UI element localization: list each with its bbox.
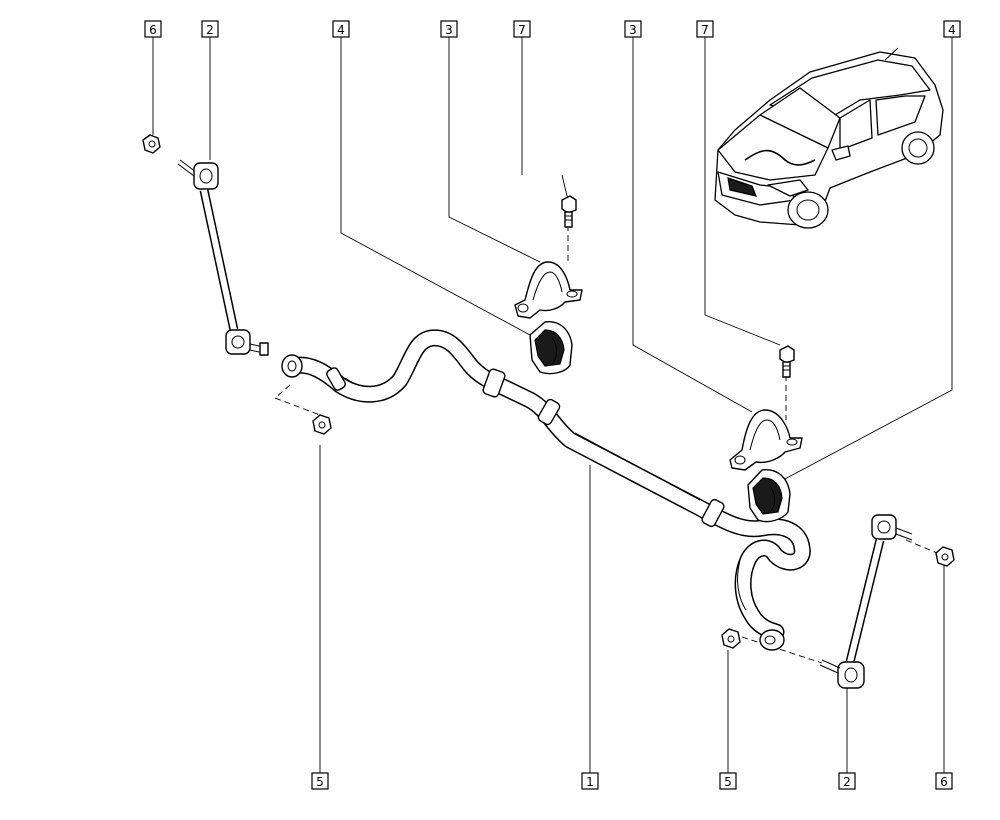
callout-7-left-top: 7 [513, 20, 531, 38]
svg-text:5: 5 [724, 775, 732, 789]
callout-6-left-top: 6 [144, 20, 162, 38]
svg-text:4: 4 [948, 23, 956, 37]
callout-2-left-top: 2 [201, 20, 219, 38]
right-lower-nut [721, 628, 741, 649]
callout-4-left-top: 4 [332, 20, 350, 38]
svg-text:4: 4 [337, 23, 345, 37]
callout-5-right-bottom: 5 [719, 772, 737, 790]
leader-lines [152, 37, 953, 773]
callout-1-bottom: 1 [581, 772, 599, 790]
right-upper-nut [935, 546, 955, 567]
callout-5-left-bottom: 5 [311, 772, 329, 790]
callouts: 6 2 4 3 7 3 7 4 [144, 20, 961, 790]
svg-text:6: 6 [149, 23, 157, 37]
svg-text:7: 7 [701, 23, 709, 37]
svg-text:3: 3 [445, 23, 453, 37]
callout-4-right-top: 4 [943, 20, 961, 38]
svg-text:5: 5 [316, 775, 324, 789]
anti-roll-bar [281, 329, 811, 651]
left-upper-nut [142, 134, 161, 154]
left-clamp-bracket [514, 261, 583, 319]
svg-text:3: 3 [629, 23, 637, 37]
left-lower-nut [312, 414, 332, 435]
vehicle-illustration [714, 47, 944, 229]
left-bushing [529, 321, 573, 375]
left-link-rod [177, 159, 269, 356]
callout-7-right-top: 7 [696, 20, 714, 38]
svg-text:2: 2 [206, 23, 214, 37]
callout-3-right-top: 3 [624, 20, 642, 38]
left-clamp-bolt [561, 195, 577, 228]
svg-text:6: 6 [940, 775, 948, 789]
assembly-dash-lines [274, 225, 943, 664]
callout-6-right-bottom: 6 [935, 772, 953, 790]
callout-3-left-top: 3 [440, 20, 458, 38]
right-link-rod [819, 514, 913, 689]
right-bushing [747, 469, 791, 523]
right-clamp-bracket [729, 409, 803, 471]
svg-text:1: 1 [586, 775, 594, 789]
callout-2-right-bottom: 2 [838, 772, 856, 790]
svg-text:7: 7 [518, 23, 526, 37]
right-clamp-bolt [779, 345, 795, 378]
svg-text:2: 2 [843, 775, 851, 789]
